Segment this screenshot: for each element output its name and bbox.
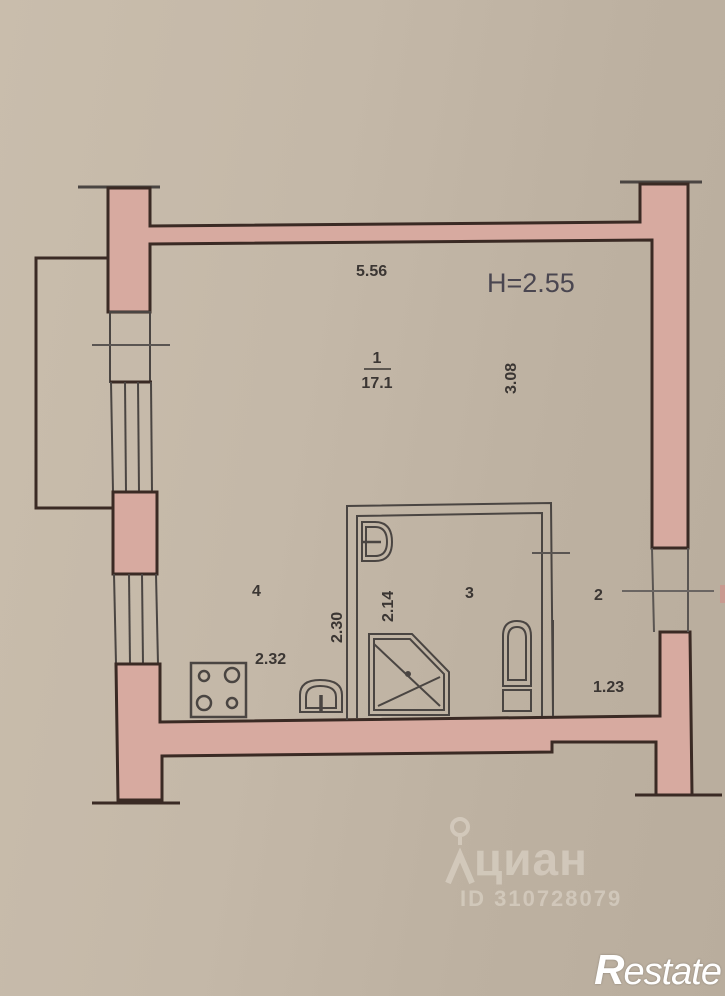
bottom-wall [114, 630, 694, 802]
room1-area: 17.1 [361, 375, 392, 392]
restate-logo: Restate [594, 946, 722, 994]
room1-width-dim: 5.56 [356, 263, 387, 280]
window-upper [110, 381, 153, 493]
toilet-icon [502, 619, 532, 712]
room1-number: 1 [373, 350, 382, 367]
kitchen-sink-icon [299, 678, 343, 713]
room3-dim: 2.14 [380, 591, 397, 622]
logo-rest: estate [623, 951, 722, 993]
ceiling-height: H=2.55 [487, 268, 575, 298]
balcony-door [109, 311, 151, 383]
room1-depth-dim: 3.08 [503, 363, 520, 394]
washbasin-icon [361, 521, 394, 562]
room2-number: 2 [594, 587, 603, 604]
watermark-listing-id: ID 310728079 [460, 886, 623, 911]
room3-number: 3 [465, 585, 474, 602]
shower-tray-icon [368, 633, 450, 716]
watermark-brand: циан [474, 833, 588, 885]
logo-first-letter: R [594, 946, 624, 993]
wall-fragment [720, 585, 725, 603]
room4-depth-dim: 2.30 [329, 612, 346, 643]
bathroom-partition [346, 501, 554, 720]
wall-pier [111, 490, 159, 576]
stove-icon [189, 661, 248, 719]
room4-number: 4 [252, 583, 261, 600]
room4-width-dim: 2.32 [255, 651, 286, 668]
window-lower [113, 573, 159, 665]
top-wall [106, 182, 690, 550]
balcony-outline [34, 256, 112, 510]
room2-dim: 1.23 [593, 679, 624, 696]
location-pin-icon [445, 817, 475, 885]
